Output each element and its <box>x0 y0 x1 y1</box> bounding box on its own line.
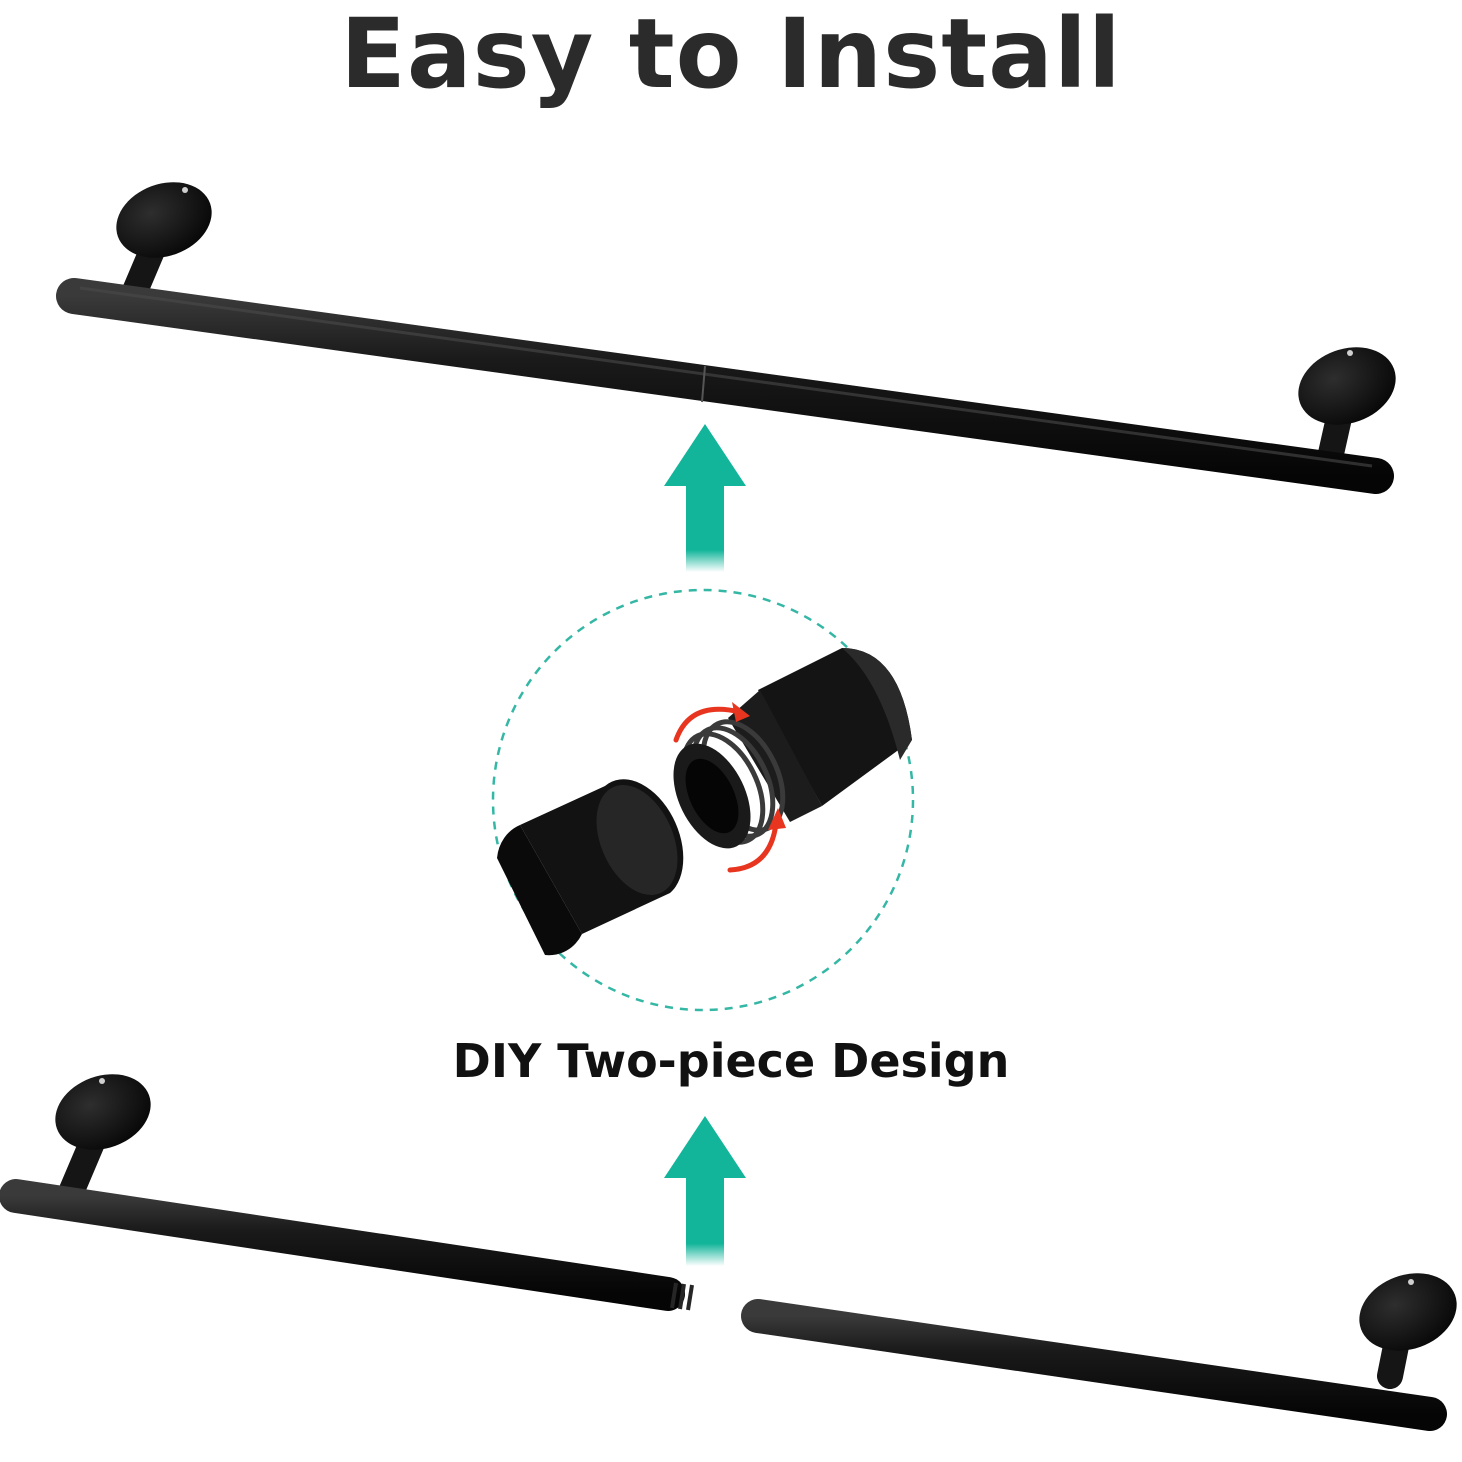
left-wall-mount <box>116 182 212 311</box>
right-bar-piece <box>741 1273 1457 1431</box>
thread-detail-magnifier <box>491 588 915 1012</box>
right-wall-mount <box>1298 347 1396 471</box>
headline: Easy to Install <box>340 0 1122 110</box>
feature-caption: DIY Two-piece Design <box>452 1034 1010 1088</box>
male-tube-threaded-end <box>673 648 912 849</box>
female-tube-end <box>497 779 684 956</box>
towel-bar-rod <box>56 278 1394 494</box>
arrow-up-icon <box>664 424 746 572</box>
left-bar-piece <box>0 1074 694 1311</box>
assembled-towel-bar <box>56 182 1396 494</box>
threaded-stub <box>670 1282 694 1311</box>
rotate-icon <box>673 702 786 873</box>
arrow-up-icon <box>664 1116 746 1266</box>
